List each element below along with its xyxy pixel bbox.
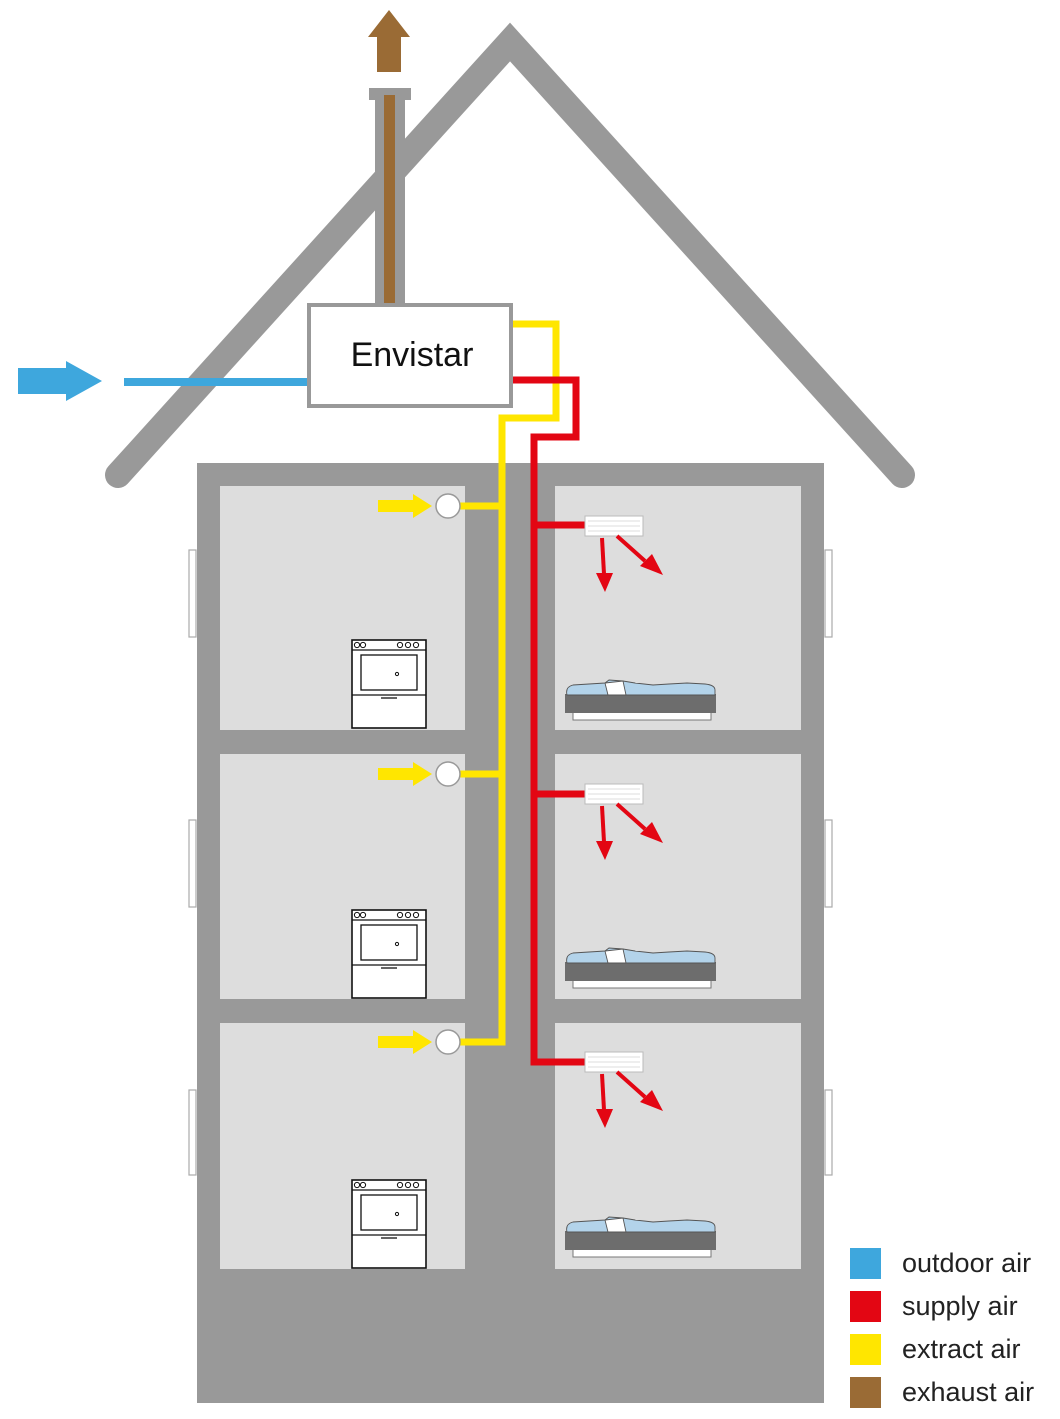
supply-diffuser-icon [584,515,644,537]
extract-valve-icon [435,1029,461,1055]
legend-swatch [850,1377,881,1408]
extract-air-arrow [378,1030,432,1054]
supply-air-arrow [596,534,663,592]
extract-air-arrow [378,762,432,786]
legend-label: exhaust air [902,1377,1035,1407]
bed-icon [564,1216,717,1258]
extract-air-arrow [378,494,432,518]
kitchen-stove-icon [351,1179,427,1269]
kitchen-stove-icon [351,909,427,999]
legend-item-supply-air: supply air [850,1285,1055,1328]
supply-air-duct [512,376,588,1066]
legend-label: supply air [902,1291,1018,1321]
bed-icon [564,947,717,989]
envistar-unit: Envistar [307,303,513,408]
legend-label: extract air [902,1334,1021,1364]
legend-item-extract-air: extract air [850,1328,1055,1371]
window [188,549,833,1176]
outdoor-air-arrow [18,361,102,401]
extract-air-duct [459,320,560,1046]
floor-3 [351,1029,717,1269]
legend-item-outdoor-air: outdoor air [850,1242,1055,1285]
chimney [369,88,411,308]
kitchen-stove-icon [351,639,427,729]
extract-valve-icon [435,493,461,519]
floor-2 [351,761,717,999]
unit-label: Envistar [351,336,474,374]
extract-valve-icon [435,761,461,787]
legend-swatch [850,1248,881,1279]
supply-air-arrow [596,1070,663,1128]
legend-label: outdoor air [902,1248,1032,1278]
outdoor-air-duct [124,378,310,386]
supply-diffuser-icon [584,783,644,805]
supply-air-arrow [596,802,663,860]
legend-swatch [850,1291,881,1322]
legend: outdoor air supply air extract air exhau… [850,1242,1055,1414]
house-body [197,463,824,1403]
exhaust-air-arrow [368,10,410,72]
roof [105,22,915,488]
legend-swatch [850,1334,881,1365]
legend-item-exhaust-air: exhaust air [850,1371,1055,1414]
supply-diffuser-icon [584,1051,644,1073]
floor-1 [351,493,717,729]
bed-icon [564,679,717,721]
